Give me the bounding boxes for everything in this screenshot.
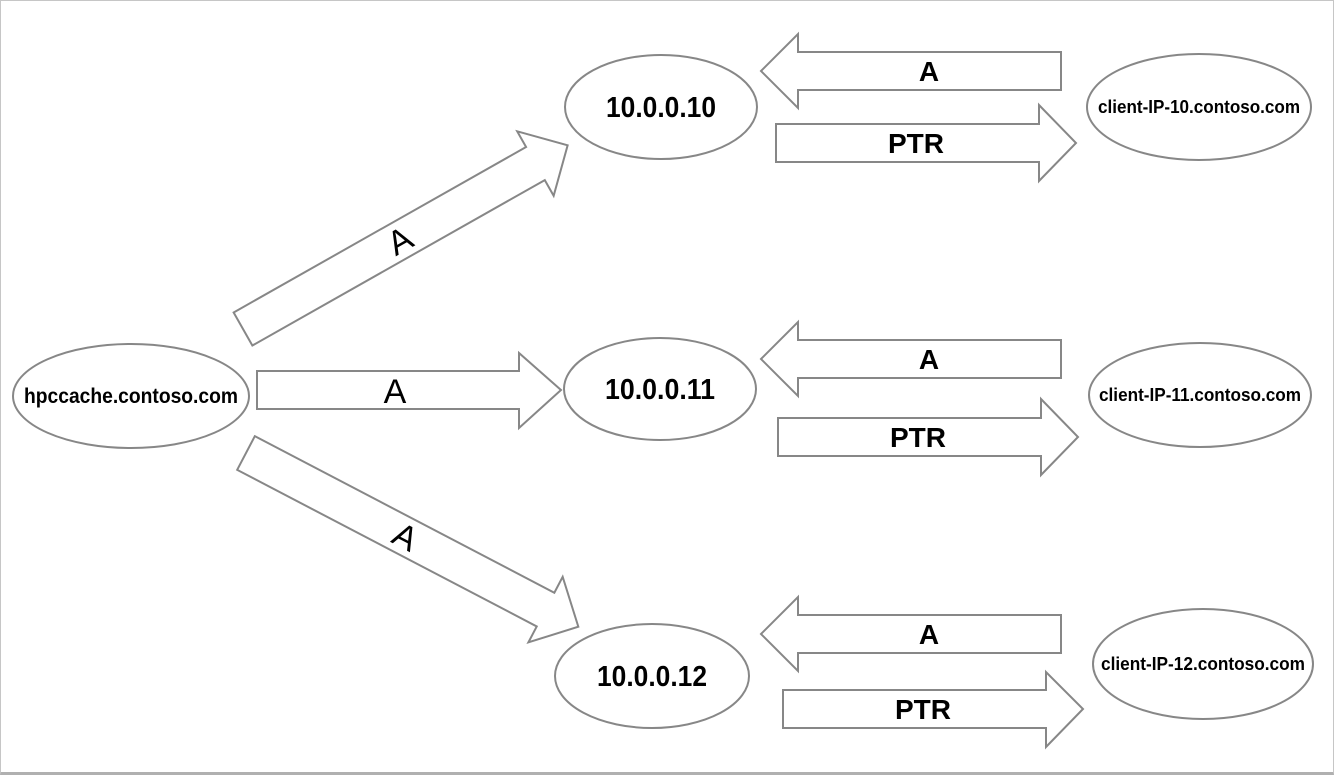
- ip-ellipse-row1: [564, 54, 758, 160]
- client-label-row2: client-IP-11.contoso.com: [1099, 385, 1301, 405]
- cache-node: hpccache.contoso.com: [12, 343, 250, 449]
- ip-ellipse-row2: [563, 337, 757, 441]
- reverse-a-arrow-shape-row1: [759, 31, 1062, 111]
- cache-a-query-arrow-shape-row3: [235, 434, 580, 645]
- cache-node-ellipse: [12, 343, 250, 449]
- client-ellipse-row2: [1088, 342, 1312, 448]
- client-label-row3: client-IP-12.contoso.com: [1101, 654, 1305, 674]
- ptr-arrow-shape-row3: [782, 669, 1085, 750]
- client-ellipse-row1: [1086, 53, 1312, 161]
- cache-a-query-label-row2: A: [384, 373, 407, 411]
- cache-a-query-arrow-shape-row2: [256, 350, 563, 431]
- ptr-arrow-row2: PTR: [777, 396, 1080, 478]
- cache-a-query-arrow-row2: A: [256, 350, 563, 431]
- reverse-a-arrow-row3: A: [759, 594, 1062, 674]
- ip-node-row1: 10.0.0.10: [564, 54, 758, 160]
- client-label-row1: client-IP-10.contoso.com: [1098, 97, 1300, 117]
- ptr-label-row2: PTR: [890, 422, 946, 453]
- ip-label-row1: 10.0.0.10: [606, 92, 716, 124]
- cache-node-label: hpccache.contoso.com: [24, 385, 238, 408]
- ptr-label-row3: PTR: [895, 694, 951, 725]
- reverse-a-arrow-shape-row2: [759, 319, 1062, 399]
- reverse-a-arrow-row1: A: [759, 31, 1062, 111]
- reverse-a-label-row1: A: [919, 56, 939, 87]
- client-node-row1: client-IP-10.contoso.com: [1086, 53, 1312, 161]
- ptr-label-row1: PTR: [888, 128, 944, 159]
- reverse-a-label-row2: A: [919, 344, 939, 375]
- ptr-arrow-row3: PTR: [782, 669, 1085, 750]
- reverse-a-arrow-shape-row3: [759, 594, 1062, 674]
- cache-a-query-arrow-shape-row1: [232, 129, 569, 347]
- ip-ellipse-row3: [554, 623, 750, 729]
- ip-node-row2: 10.0.0.11: [563, 337, 757, 441]
- ptr-arrow-shape-row1: [775, 102, 1078, 184]
- reverse-a-arrow-row2: A: [759, 319, 1062, 399]
- cache-a-query-arrow-row1: A: [232, 129, 569, 347]
- client-ellipse-row3: [1092, 608, 1314, 720]
- ip-label-row2: 10.0.0.11: [605, 374, 715, 406]
- ip-node-row3: 10.0.0.12: [554, 623, 750, 729]
- cache-a-query-arrow-row3: A: [235, 434, 580, 645]
- ip-label-row3: 10.0.0.12: [597, 661, 707, 693]
- ptr-arrow-row1: PTR: [775, 102, 1078, 184]
- ptr-arrow-shape-row2: [777, 396, 1080, 478]
- reverse-a-label-row3: A: [919, 619, 939, 650]
- client-node-row3: client-IP-12.contoso.com: [1092, 608, 1314, 720]
- client-node-row2: client-IP-11.contoso.com: [1088, 342, 1312, 448]
